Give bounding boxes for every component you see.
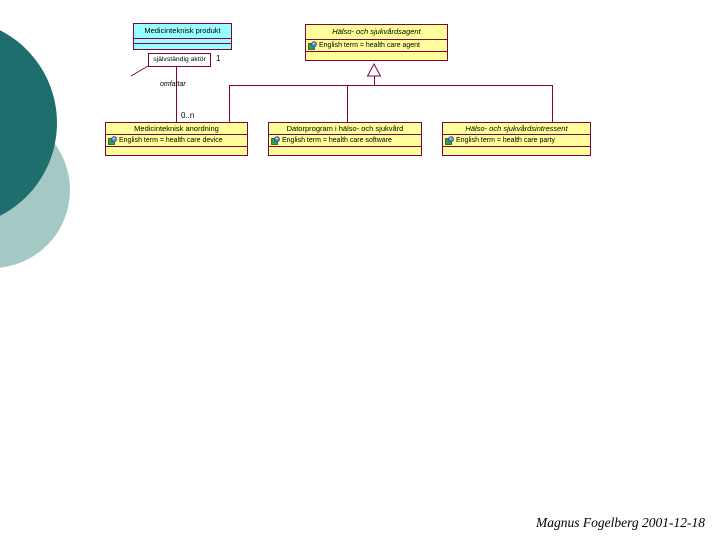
attribute-text: English term = health care party — [456, 137, 556, 144]
operations-compartment — [106, 146, 247, 155]
uml-attribute-icon — [308, 41, 317, 50]
class-title: Medicinteknisk anordning — [134, 124, 219, 133]
operations-compartment — [306, 51, 447, 60]
association-multiplicity-target: 0..n — [181, 111, 195, 120]
uml-attribute-icon — [271, 136, 280, 145]
operations-compartment — [443, 146, 590, 155]
attributes-compartment — [134, 38, 231, 43]
class-medicinteknisk-anordning: Medicinteknisk anordning English term = … — [105, 122, 248, 156]
class-title: Medicinteknisk produkt — [144, 26, 221, 35]
class-datorprogram-i-halso-och-sjukvard: Datorprogram i hälso- och sjukvård Engli… — [268, 122, 422, 156]
generalization-triangle-icon — [366, 62, 382, 77]
operations-compartment — [134, 43, 231, 49]
attribute-text: English term = health care device — [119, 137, 223, 144]
association-stub-line — [130, 65, 149, 77]
association-name-label: omfattar — [160, 81, 186, 88]
class-title: Hälso- och sjukvårdsintressent — [465, 124, 568, 133]
class-medicinteknisk-produkt: Medicinteknisk produkt — [133, 23, 232, 50]
attributes-compartment: English term = health care party — [443, 134, 590, 146]
class-halso-och-sjukvardsintressent: Hälso- och sjukvårdsintressent English t… — [442, 122, 591, 156]
class-title: Datorprogram i hälso- och sjukvård — [286, 124, 404, 133]
attribute-text: English term = health care agent — [319, 42, 420, 49]
association-role-label: självständig aktör — [148, 53, 211, 67]
uml-attribute-icon — [445, 136, 454, 145]
attributes-compartment: English term = health care device — [106, 134, 247, 146]
slide-footer-author-date: Magnus Fogelberg 2001-12-18 — [536, 515, 705, 530]
class-halso-och-sjukvardsagent: Hälso- och sjukvårdsagent English term =… — [305, 24, 448, 61]
class-title: Hälso- och sjukvårdsagent — [332, 27, 421, 36]
operations-compartment — [269, 146, 421, 155]
attributes-compartment: English term = health care agent — [306, 39, 447, 51]
attributes-compartment: English term = health care software — [269, 134, 421, 146]
association-multiplicity-source: 1 — [216, 54, 221, 63]
uml-attribute-icon — [108, 136, 117, 145]
attribute-text: English term = health care software — [282, 137, 392, 144]
